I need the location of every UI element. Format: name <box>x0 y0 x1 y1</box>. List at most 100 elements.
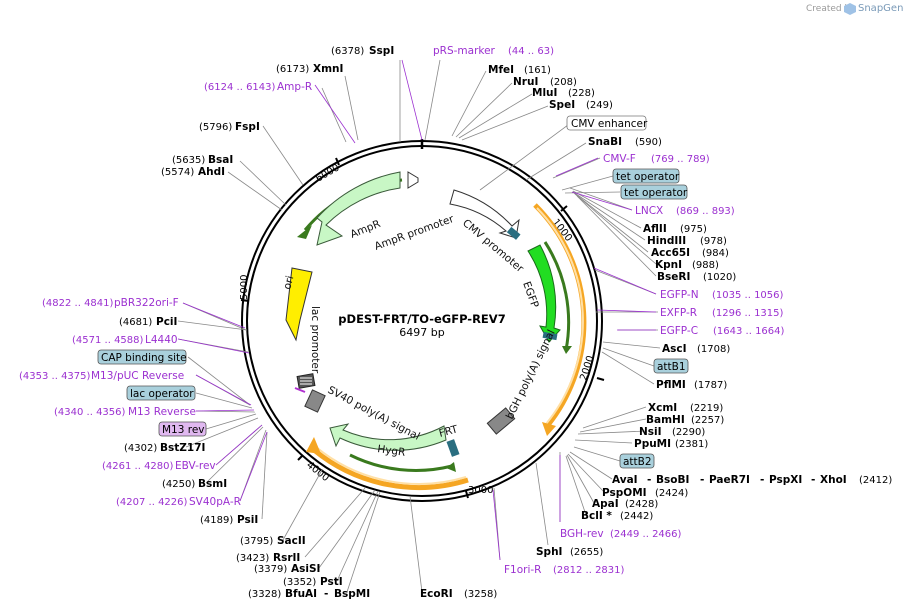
scale-ticks <box>240 157 605 499</box>
m13puc-label[interactable]: M13/pUC Reverse <box>91 370 184 382</box>
bcli-label[interactable]: BclI * <box>581 510 612 522</box>
sacii-pos: (3795) <box>240 536 273 547</box>
egfpc-label[interactable]: EGFP-C <box>660 325 698 337</box>
paer7i-label[interactable]: PaeR7I <box>709 474 750 486</box>
asisi-label[interactable]: AsiSI <box>291 563 320 575</box>
m13-rev-block[interactable] <box>294 387 306 393</box>
spei-label[interactable]: SpeI <box>549 99 575 111</box>
nsii-label[interactable]: NsiI <box>639 426 662 438</box>
lncx-label[interactable]: LNCX <box>635 205 663 217</box>
egfp-arrow[interactable] <box>527 244 561 343</box>
attb2-box[interactable] <box>619 453 655 469</box>
f1ori-label[interactable]: F1ori-R <box>504 564 541 576</box>
bfuai-label[interactable]: BfuAI <box>285 588 317 600</box>
apai-pos: (2428) <box>625 499 658 510</box>
bstz-label[interactable]: BstZ17I <box>160 442 205 454</box>
ori-arrow[interactable] <box>285 267 313 342</box>
pspomi-label[interactable]: PspOMI <box>602 487 647 499</box>
cmv-enhancer-label: CMV enhancer <box>571 118 648 130</box>
ppumi-label[interactable]: PpuMI <box>634 438 671 450</box>
sacii-label[interactable]: SacII <box>277 535 306 547</box>
psii-pos: (4189) <box>200 515 233 526</box>
attb1-box[interactable] <box>653 358 689 374</box>
attb1-block[interactable] <box>542 331 558 341</box>
pflmi-label[interactable]: PflMI <box>656 379 686 391</box>
xmni-label[interactable]: XmnI <box>313 63 343 75</box>
rsrii-label[interactable]: RsrII <box>273 552 300 564</box>
pbr-label[interactable]: pBR322ori-F <box>114 297 179 309</box>
green-line-head-3 <box>446 462 456 472</box>
bseri-label[interactable]: BseRI <box>657 271 690 283</box>
nrui-label[interactable]: NruI <box>513 76 538 88</box>
feature-label-bgh: bGH poly(A) signal <box>504 328 558 421</box>
feature-label-egfp: EGFP <box>520 280 541 310</box>
sv40-polya-block[interactable] <box>304 389 326 413</box>
attb2-label: attB2 <box>623 456 652 468</box>
bghrev-label[interactable]: BGH-rev <box>560 528 604 540</box>
feature-label-ori: ori <box>281 274 296 290</box>
green-line-head-2 <box>562 346 572 354</box>
cmvf-label[interactable]: CMV-F <box>603 153 636 165</box>
bgh-polya-block[interactable] <box>486 407 516 435</box>
frt-block[interactable] <box>446 439 460 457</box>
mlui-label[interactable]: MluI <box>532 87 557 99</box>
psii-label[interactable]: PsiI <box>237 514 258 526</box>
pspxi-label[interactable]: PspXI <box>769 474 802 486</box>
psti-label[interactable]: PstI <box>320 576 343 588</box>
pcii-label[interactable]: PciI <box>156 316 177 328</box>
m13puc-range: (4353 .. 4375) <box>19 371 91 382</box>
xhoi-label[interactable]: XhoI <box>820 474 847 486</box>
cmv-enhancer-box[interactable] <box>566 115 647 131</box>
cmvf-range: (769 .. 789) <box>651 154 710 165</box>
ebv-label[interactable]: EBV-rev <box>175 460 216 472</box>
credit-brand: SnapGene <box>858 3 904 14</box>
kpni-label[interactable]: KpnI <box>655 259 682 271</box>
ecori-label[interactable]: EcoRI <box>420 588 453 600</box>
tet-operator-box-1[interactable] <box>612 168 680 184</box>
hindiii-label[interactable]: HindIII <box>647 235 686 247</box>
egfpn-range: (1035 .. 1056) <box>712 290 784 301</box>
bspmi-label[interactable]: BspMI <box>334 588 370 600</box>
orange-arrow-right-head <box>542 422 556 436</box>
ahdi-label[interactable]: AhdI <box>198 166 225 178</box>
acc65i-label[interactable]: Acc65I <box>651 247 690 259</box>
sspi-label[interactable]: SspI <box>369 45 394 57</box>
sv40pa-label[interactable]: SV40pA-R <box>189 496 241 508</box>
bstz-pos: (4302) <box>124 443 157 454</box>
ampr-promoter-arrow[interactable] <box>407 171 419 189</box>
fspi-pos: (5796) <box>199 122 232 133</box>
avai-label[interactable]: AvaI <box>612 474 638 486</box>
cmv-promoter-arrow[interactable] <box>449 189 520 239</box>
cap-binding-box[interactable] <box>97 349 187 365</box>
m13rev-label[interactable]: M13 Reverse <box>128 406 196 418</box>
fspi-label[interactable]: FspI <box>235 121 260 133</box>
l4440-label[interactable]: L4440 <box>145 334 178 346</box>
amp-r-label[interactable]: Amp-R <box>277 81 312 93</box>
egfpn-label[interactable]: EGFP-N <box>660 289 699 301</box>
sphi-label[interactable]: SphI <box>536 546 562 558</box>
tet-operator-block[interactable] <box>506 226 521 240</box>
bsobi-label[interactable]: BsoBI <box>656 474 689 486</box>
plasmid-length: 6497 bp <box>399 326 444 339</box>
tet-operator-box-2[interactable] <box>620 184 688 200</box>
ampr-arrow[interactable] <box>316 171 401 246</box>
prs-marker-label[interactable]: pRS-marker <box>433 45 496 57</box>
m13-rev-box[interactable] <box>158 421 207 437</box>
l4440-range: (4571 .. 4588) <box>72 335 144 346</box>
asci-label[interactable]: AscI <box>662 343 687 355</box>
bsai-pos: (5635) <box>172 155 205 166</box>
bamhi-label[interactable]: BamHI <box>646 414 685 426</box>
aflii-label[interactable]: AflII <box>643 223 667 235</box>
bsai-label[interactable]: BsaI <box>208 154 233 166</box>
exfpr-label[interactable]: EXFP-R <box>660 307 697 319</box>
mfei-label[interactable]: MfeI <box>488 64 514 76</box>
bfuai-dash: - <box>324 588 328 600</box>
hygr-arrow[interactable] <box>329 423 447 451</box>
snabi-label[interactable]: SnaBI <box>588 136 622 148</box>
bsmi-label[interactable]: BsmI <box>198 478 227 490</box>
lac-operator-box[interactable] <box>126 385 196 401</box>
tick-label-5000: 5000 <box>239 275 250 300</box>
xcmi-label[interactable]: XcmI <box>648 402 677 414</box>
apai-label[interactable]: ApaI <box>592 498 619 510</box>
avai-dash-2: - <box>700 474 704 486</box>
